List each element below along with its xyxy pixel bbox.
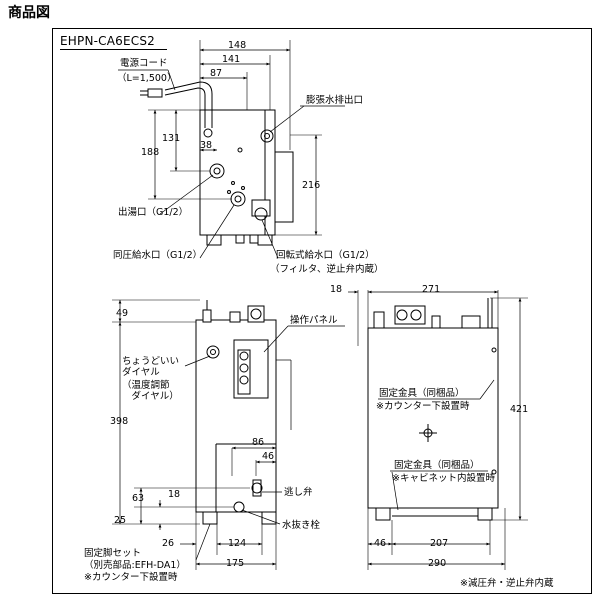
- front-view-leaders: [184, 325, 345, 561]
- dim-188: 188: [141, 147, 160, 158]
- dim-86: 86: [252, 437, 265, 448]
- relief-valve-label: 逃し弁: [284, 487, 313, 498]
- same-pressure-inlet-label: 同圧給水口（G1/2）: [113, 250, 203, 261]
- model-underline: [60, 49, 167, 50]
- fixed-leg-set-label: 固定脚セット: [84, 548, 142, 559]
- dim-421: 421: [510, 404, 529, 415]
- dim-18-side: 18: [330, 284, 343, 295]
- dim-26: 26: [162, 538, 175, 549]
- side-view-dimensions: [348, 290, 528, 570]
- dim-131: 131: [162, 133, 181, 144]
- dim-63: 63: [132, 493, 145, 504]
- temp-dial-note: （温度調節 ダイヤル）: [122, 380, 179, 402]
- side-view-leaders: [378, 379, 495, 511]
- fixing-bracket-note-2: ※キャビネット内設置時: [392, 473, 495, 484]
- dim-290: 290: [428, 558, 447, 569]
- dim-124: 124: [228, 538, 247, 549]
- front-view-dimensions: [112, 299, 277, 570]
- fixing-bracket-label-1: 固定金具（同梱品）: [379, 388, 465, 399]
- fixing-bracket-note-1: ※カウンター下設置時: [376, 401, 470, 412]
- dim-18-front: 18: [168, 489, 181, 500]
- rotary-inlet-label: 回転式給水口（G1/2）: [276, 250, 375, 261]
- cord-length-label: （L=1,500）: [117, 73, 177, 84]
- rotary-inlet-note: （フィルタ、逆止弁内蔵）: [270, 264, 384, 275]
- drain-plug-label: 水抜き栓: [282, 520, 321, 531]
- dim-175: 175: [226, 558, 245, 569]
- dim-271: 271: [422, 284, 441, 295]
- dim-216: 216: [302, 180, 321, 191]
- model-number: EHPN-CA6ECS2: [60, 34, 155, 48]
- hot-outlet-label: 出湯口（G1/2）: [118, 207, 189, 218]
- front-view-unit: [195, 300, 277, 525]
- dim-46-side: 46: [374, 538, 387, 549]
- fixed-leg-note: （別売部品:EFH-DA1）: [84, 560, 186, 571]
- dim-207: 207: [430, 538, 449, 549]
- dim-87: 87: [210, 68, 223, 79]
- dim-25: 25: [114, 515, 127, 526]
- dim-49: 49: [116, 308, 129, 319]
- control-panel-label: 操作パネル: [290, 315, 338, 326]
- temp-dial-label: ちょうどいい ダイヤル: [122, 356, 180, 378]
- footnote: ※減圧弁・逆止弁内蔵: [460, 578, 554, 589]
- page-heading: 商品図: [8, 5, 50, 21]
- expansion-outlet-label: 膨張水排出口: [306, 95, 364, 106]
- side-view-unit: [367, 298, 499, 521]
- dim-141: 141: [222, 54, 241, 65]
- dim-38: 38: [200, 140, 213, 151]
- dim-398: 398: [110, 416, 129, 427]
- dim-148: 148: [228, 40, 247, 51]
- counter-install-note: ※カウンター下設置時: [84, 572, 178, 583]
- power-cord-label: 電源コード: [120, 58, 168, 69]
- dim-46-front: 46: [262, 451, 275, 462]
- top-view-leaders: [118, 69, 345, 259]
- fixing-bracket-label-2: 固定金具（同梱品）: [394, 460, 480, 471]
- drawing-frame: [52, 28, 592, 594]
- top-view-dimensions: [148, 40, 322, 236]
- top-view-unit: [140, 81, 294, 246]
